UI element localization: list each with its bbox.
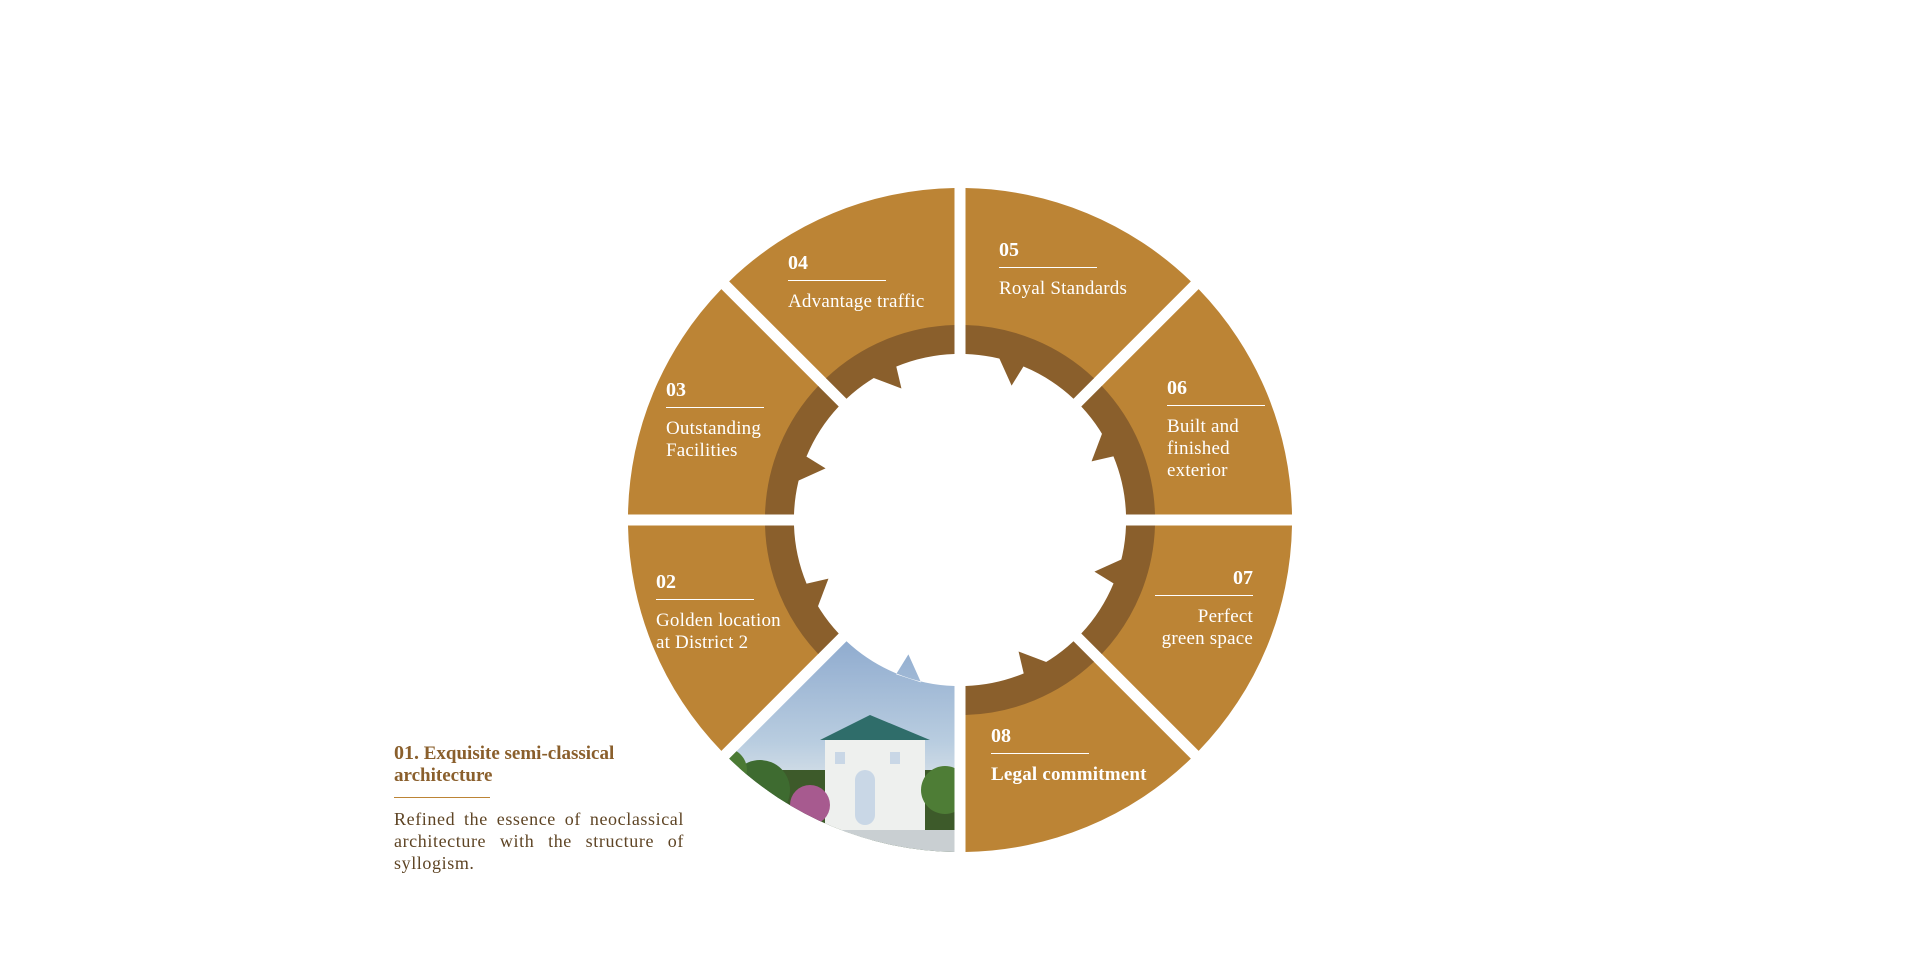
segment-number: 08 [991, 725, 1011, 747]
segment-text: Advantage traffic [788, 291, 925, 312]
segment-08-ring [965, 641, 1094, 715]
ring-tooth [1091, 432, 1115, 462]
intro-heading: Exquisite semi-classical architecture [394, 743, 615, 786]
segment-divider [788, 280, 886, 281]
segment-04-ring [826, 325, 955, 399]
ring-tooth [1018, 651, 1048, 675]
ring-tooth [1094, 558, 1123, 584]
segment-divider [1155, 595, 1253, 596]
segment-text: exterior [1167, 460, 1228, 481]
segment-divider [1167, 405, 1265, 406]
segment-08 [965, 641, 1191, 852]
segment-06-ring [1081, 386, 1155, 515]
segment-05-panel [965, 188, 1191, 379]
intro-divider [394, 797, 490, 798]
segment-divider [656, 599, 754, 600]
segment-text: Golden location [656, 610, 781, 631]
segment-number: 03 [666, 379, 686, 401]
segment-03-panel [628, 289, 819, 515]
segment-02 [628, 525, 839, 751]
segment-05 [965, 188, 1191, 399]
intro-number: 01. [394, 742, 419, 764]
segment-number: 05 [999, 239, 1019, 261]
segment-05-ring [965, 325, 1094, 399]
segment-number: 07 [1233, 567, 1253, 589]
segment-number: 02 [656, 571, 676, 593]
segment-divider [666, 407, 764, 408]
segment-text: green space [1161, 628, 1253, 649]
segment-text: Perfect [1197, 606, 1253, 627]
segment-07 [1081, 525, 1292, 751]
segment-divider [999, 267, 1097, 268]
segment-02-ring [765, 525, 839, 654]
segment-text: finished [1167, 438, 1230, 459]
segment-08-panel [965, 661, 1191, 852]
segment-04-panel [729, 188, 955, 379]
segment-text: Outstanding [666, 418, 762, 439]
segment-divider [991, 753, 1089, 754]
segment-number: 06 [1167, 377, 1187, 399]
ring-tooth [998, 357, 1024, 386]
segment-text: Royal Standards [999, 278, 1128, 299]
segment-03-ring [765, 386, 839, 515]
segment-06 [1081, 289, 1292, 515]
segment-03 [628, 289, 839, 515]
ring-tooth [805, 578, 829, 608]
segment-text: Facilities [666, 440, 738, 461]
segment-02-panel [628, 525, 819, 751]
segment-text: at District 2 [656, 632, 749, 653]
intro-block: 01. Exquisite semi-classical architectur… [394, 742, 684, 874]
segment-07-ring [1081, 525, 1155, 654]
intro-description: Refined the essence of neoclassical arch… [394, 809, 684, 873]
segment-number: 04 [788, 252, 808, 274]
segment-06-panel [1101, 289, 1292, 515]
segment-text: Legal commitment [991, 764, 1147, 785]
ring-tooth [872, 365, 902, 389]
intro-title: 01. Exquisite semi-classical architectur… [394, 742, 684, 787]
segment-text: Built and [1167, 416, 1239, 437]
segment-07-panel [1101, 525, 1292, 751]
ring-tooth [797, 456, 826, 482]
segment-04 [729, 188, 955, 399]
